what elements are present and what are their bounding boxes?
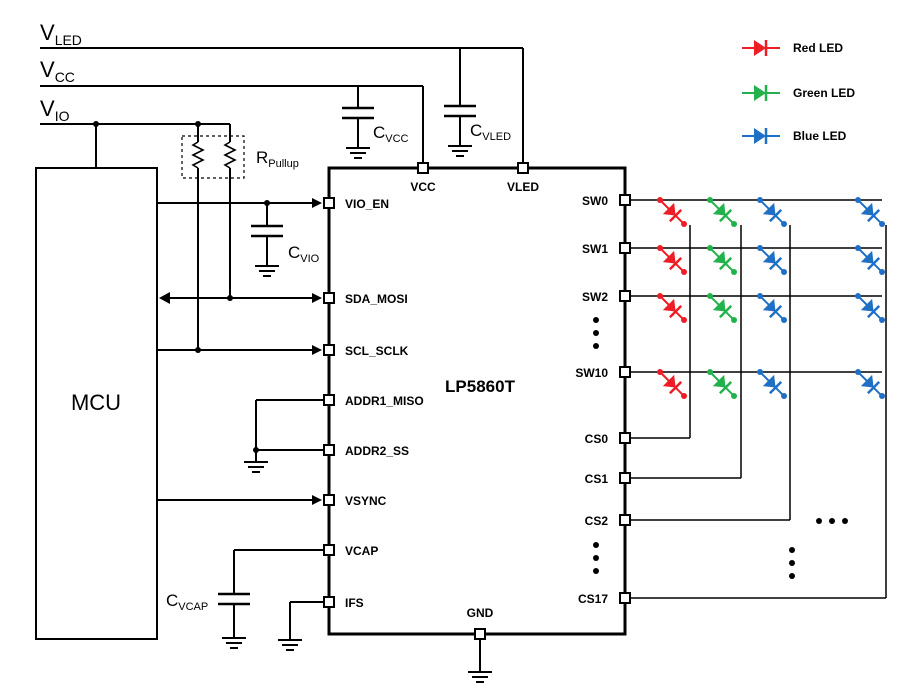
- mcu-block: MCU: [35, 167, 158, 640]
- led-blue-last-row-0: [855, 197, 886, 228]
- legend-green-label: Green LED: [793, 86, 855, 100]
- led-blue-row-1: [757, 245, 788, 276]
- pin-addr1-miso: ADDR1_MISO: [345, 394, 424, 408]
- pin-ifs: IFS: [345, 596, 364, 610]
- cvled-label: CVLED: [470, 121, 511, 143]
- pin-vsync: VSYNC: [345, 494, 387, 508]
- pin-cs2: CS2: [585, 514, 609, 528]
- cvcap-label: CVCAP: [166, 591, 208, 613]
- pin-cs0: CS0: [585, 432, 609, 446]
- rail-vio-label: VIO: [40, 96, 70, 124]
- pin-sw2: SW2: [582, 290, 608, 304]
- legend: Red LED Green LED Blue LED: [742, 40, 855, 144]
- mcu-label: MCU: [71, 390, 121, 415]
- rail-vcc: VCC: [40, 57, 424, 163]
- rail-vled: VLED: [40, 20, 524, 163]
- cvio-label: CVIO: [288, 243, 320, 265]
- pin-sda-mosi: SDA_MOSI: [345, 292, 408, 306]
- pin-cs17: CS17: [578, 592, 608, 606]
- pin-sw0: SW0: [582, 194, 608, 208]
- capacitor-cvio: CVIO: [251, 200, 320, 277]
- legend-blue-led: Blue LED: [742, 128, 847, 144]
- pin-vio-en: VIO_EN: [345, 197, 389, 211]
- chip-label: LP5860T: [445, 377, 516, 396]
- led-red-row-2: [657, 293, 688, 324]
- capacitor-cvcap: CVCAP: [166, 549, 326, 649]
- addr-ground: [244, 399, 326, 473]
- rail-vio: VIO: [40, 96, 230, 168]
- led-blue-last-row-1: [855, 245, 886, 276]
- led-red-row-0: [657, 197, 688, 228]
- pin-gnd: GND: [467, 606, 494, 620]
- led-matrix-wiring: [630, 199, 887, 599]
- led-blue-last-row-3: [855, 369, 886, 400]
- pin-scl-sclk: SCL_SCLK: [345, 344, 409, 358]
- led-green-row-1: [707, 245, 738, 276]
- led-green-row-3: [707, 369, 738, 400]
- cvcc-label: CVCC: [373, 123, 409, 145]
- legend-blue-label: Blue LED: [793, 129, 847, 143]
- pin-vcap: VCAP: [345, 544, 378, 558]
- led-blue-row-0: [757, 197, 788, 228]
- pin-cs1: CS1: [585, 472, 609, 486]
- led-green-row-0: [707, 197, 738, 228]
- pin-addr2-ss: ADDR2_SS: [345, 444, 409, 458]
- led-blue-last-row-2: [855, 293, 886, 324]
- lp5860t-chip: LP5860T VIO_EN SDA_MOSI SCL_SCLK ADDR1_M…: [323, 162, 631, 640]
- capacitor-cvled: CVLED: [444, 104, 511, 157]
- pin-vled: VLED: [507, 180, 539, 194]
- led-array: [657, 197, 886, 400]
- led-red-row-1: [657, 245, 688, 276]
- legend-red-led: Red LED: [742, 40, 843, 56]
- ifs-ground: [278, 601, 326, 651]
- pin-vcc: VCC: [410, 180, 436, 194]
- chip-ground: [468, 639, 492, 683]
- rail-vcc-label: VCC: [40, 57, 75, 85]
- capacitor-cvcc: CVCC: [342, 106, 409, 159]
- led-blue-row-3: [757, 369, 788, 400]
- pin-sw10: SW10: [575, 366, 608, 380]
- legend-red-label: Red LED: [793, 41, 843, 55]
- legend-led-icon: [742, 128, 780, 144]
- led-blue-row-2: [757, 293, 788, 324]
- pin-sw1: SW1: [582, 242, 608, 256]
- pullup-resistors: RPullup: [181, 123, 299, 350]
- mcu-connections: [157, 198, 322, 505]
- legend-led-icon: [742, 85, 780, 101]
- rail-vled-label: VLED: [40, 20, 82, 48]
- legend-led-icon: [742, 40, 780, 56]
- led-green-row-2: [707, 293, 738, 324]
- led-red-row-3: [657, 369, 688, 400]
- legend-green-led: Green LED: [742, 85, 855, 101]
- rpullup-label: RPullup: [256, 148, 299, 170]
